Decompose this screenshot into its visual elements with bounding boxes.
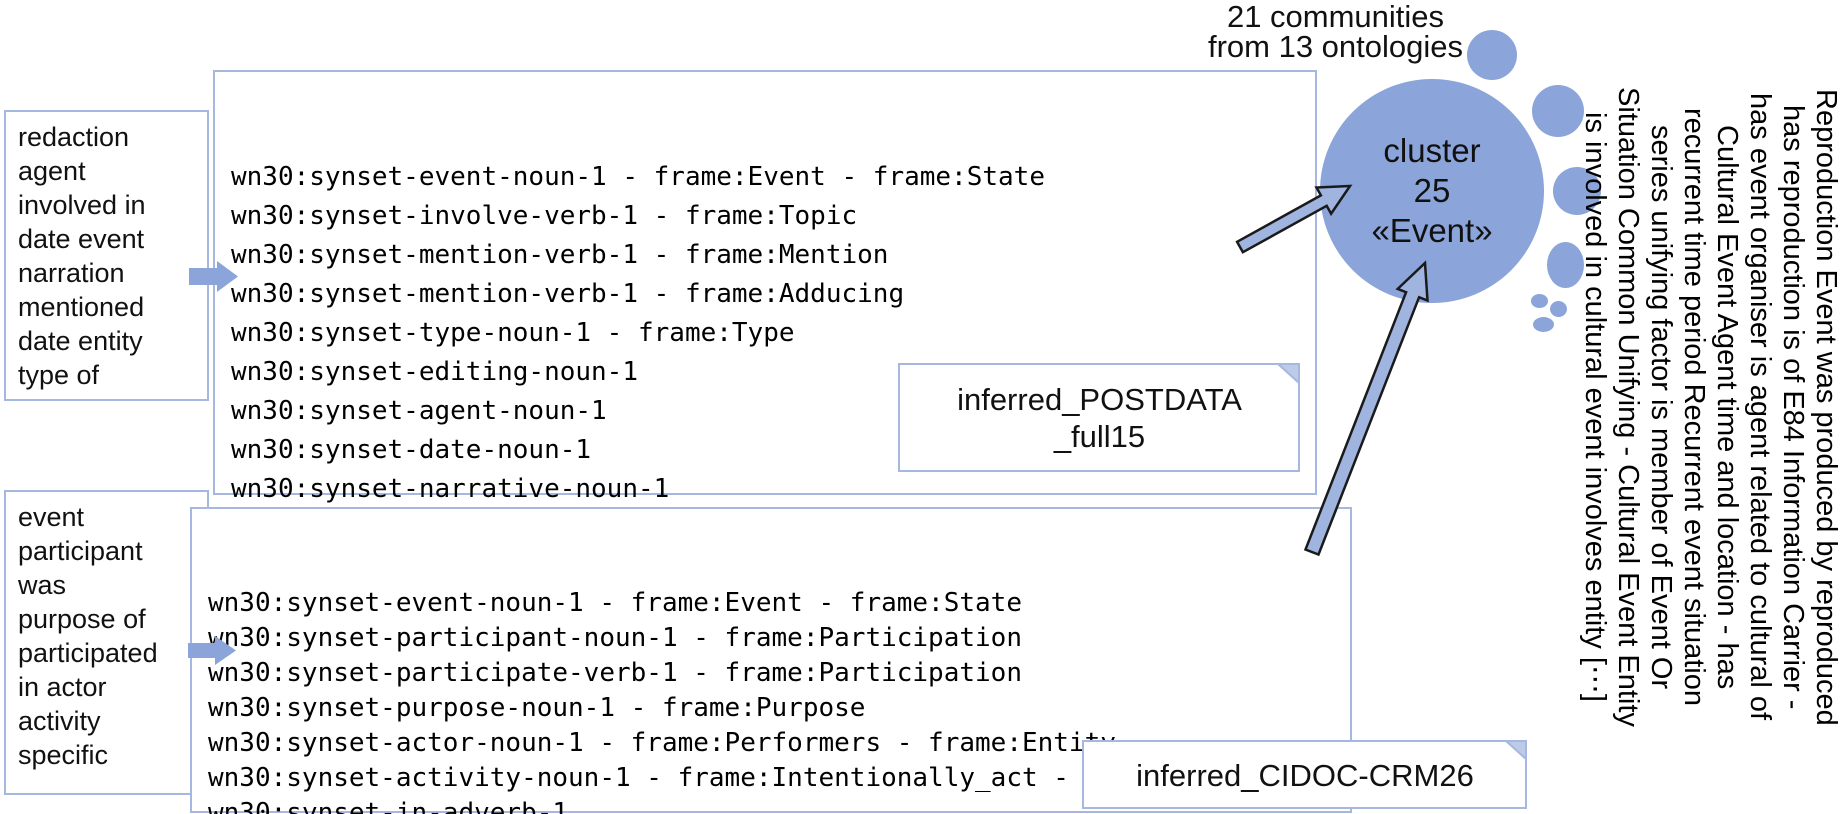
community-dot bbox=[1533, 317, 1554, 332]
synset-frame-text-cidoc: wn30:synset-event-noun-1 - frame:Event -… bbox=[208, 588, 1257, 814]
community-dot bbox=[1531, 294, 1548, 308]
community-bubble bbox=[1553, 167, 1601, 215]
left-label-box-redaction: redaction agent involved in date event n… bbox=[4, 110, 209, 401]
synset-frame-text-postdata: wn30:synset-event-noun-1 - frame:Event -… bbox=[231, 162, 1045, 543]
cluster-caption: 21 communities from 13 ontologies bbox=[1207, 0, 1464, 64]
community-dot bbox=[1550, 301, 1567, 317]
community-bubble bbox=[1547, 242, 1584, 288]
tag-inferred-postdata: inferred_POSTDATA _full15 bbox=[898, 363, 1301, 473]
tag-callout-shape bbox=[898, 363, 1300, 472]
tag-inferred-postdata-label: inferred_POSTDATA _full15 bbox=[957, 382, 1242, 454]
community-bubble bbox=[1532, 85, 1584, 137]
tag-inferred-cidoc: inferred_CIDOC-CRM26 bbox=[1082, 740, 1528, 810]
cluster-predicates-vertical-text: Reproduction Event was produced by repro… bbox=[1579, 87, 1842, 727]
synset-frame-box-cidoc: wn30:synset-event-noun-1 - frame:Event -… bbox=[190, 507, 1352, 814]
tag-inferred-cidoc-label: inferred_CIDOC-CRM26 bbox=[1136, 757, 1474, 793]
community-bubble bbox=[1467, 30, 1517, 80]
tag-callout-shape bbox=[1082, 740, 1527, 809]
cluster-25-event-circle: cluster 25 «Event» bbox=[1320, 79, 1544, 303]
left-label-box-event: event participant was purpose of partici… bbox=[4, 490, 209, 795]
